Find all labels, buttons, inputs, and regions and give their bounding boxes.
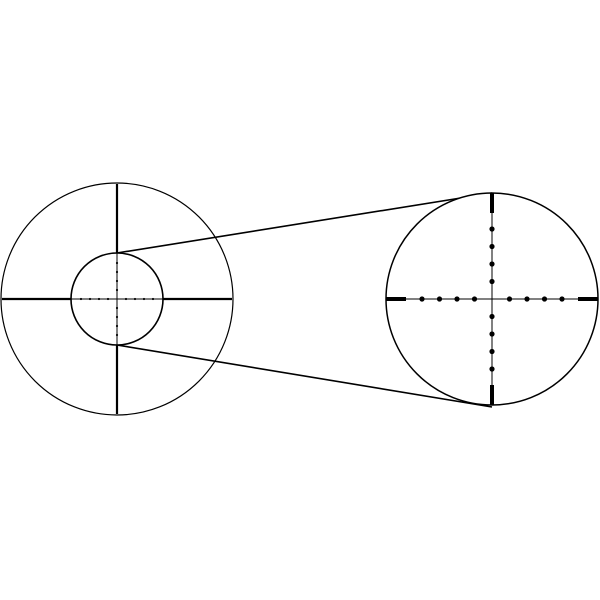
wide-view-dot-left-1 <box>106 297 110 301</box>
zoomed-view-dot-bottom-2 <box>489 331 495 337</box>
zoomed-view-dot-right-3 <box>541 296 548 302</box>
zoomed-view-dot-bottom-4 <box>489 366 495 372</box>
zoomed-view-dot-top-4 <box>489 226 495 232</box>
zoomed-view-dot-left-3 <box>436 296 443 302</box>
wide-view-dot-left-3 <box>88 297 92 301</box>
wide-view-dot-right-2 <box>133 297 137 301</box>
zoomed-view-dot-right-4 <box>559 296 565 302</box>
zoomed-view-mil-dots <box>419 226 565 372</box>
zoomed-view-reticle <box>385 192 599 406</box>
zoomed-view-dot-bottom-1 <box>489 313 495 320</box>
zoomed-view-dot-top-1 <box>489 278 495 285</box>
zoomed-view-dot-left-4 <box>419 296 425 302</box>
wide-view-outer-circle <box>0 182 234 416</box>
wide-view-dot-right-3 <box>142 297 146 301</box>
wide-view-dot-top-4 <box>115 261 119 265</box>
wide-view-dot-bottom-3 <box>115 324 119 328</box>
connector-line-top <box>116 192 493 254</box>
wide-view-dot-left-4 <box>79 297 83 301</box>
wide-view-dot-bottom-1 <box>115 306 119 310</box>
wide-view-dot-right-4 <box>151 297 155 301</box>
wide-view-reticle <box>0 182 234 416</box>
wide-view-dot-bottom-4 <box>115 333 119 337</box>
wide-view-dot-top-1 <box>115 288 119 292</box>
wide-view-dot-top-2 <box>115 279 119 283</box>
wide-view-dot-top-3 <box>115 270 119 274</box>
connector-lines <box>116 192 493 408</box>
connector-line-bottom <box>116 344 493 408</box>
zoomed-view-dot-right-1 <box>506 296 513 302</box>
wide-view-dot-left-2 <box>97 297 101 301</box>
wide-view-dot-right-1 <box>124 297 128 301</box>
zoomed-view-dot-left-1 <box>471 296 478 302</box>
wide-view-dot-bottom-2 <box>115 315 119 319</box>
zoomed-view-dot-left-2 <box>454 296 460 302</box>
zoomed-view-dot-bottom-3 <box>489 348 495 355</box>
zoomed-view-dot-top-3 <box>489 243 495 250</box>
wide-view-center-dots <box>79 261 155 337</box>
zoomed-view-dot-top-2 <box>489 261 495 267</box>
zoomed-view-dot-right-2 <box>524 296 530 302</box>
